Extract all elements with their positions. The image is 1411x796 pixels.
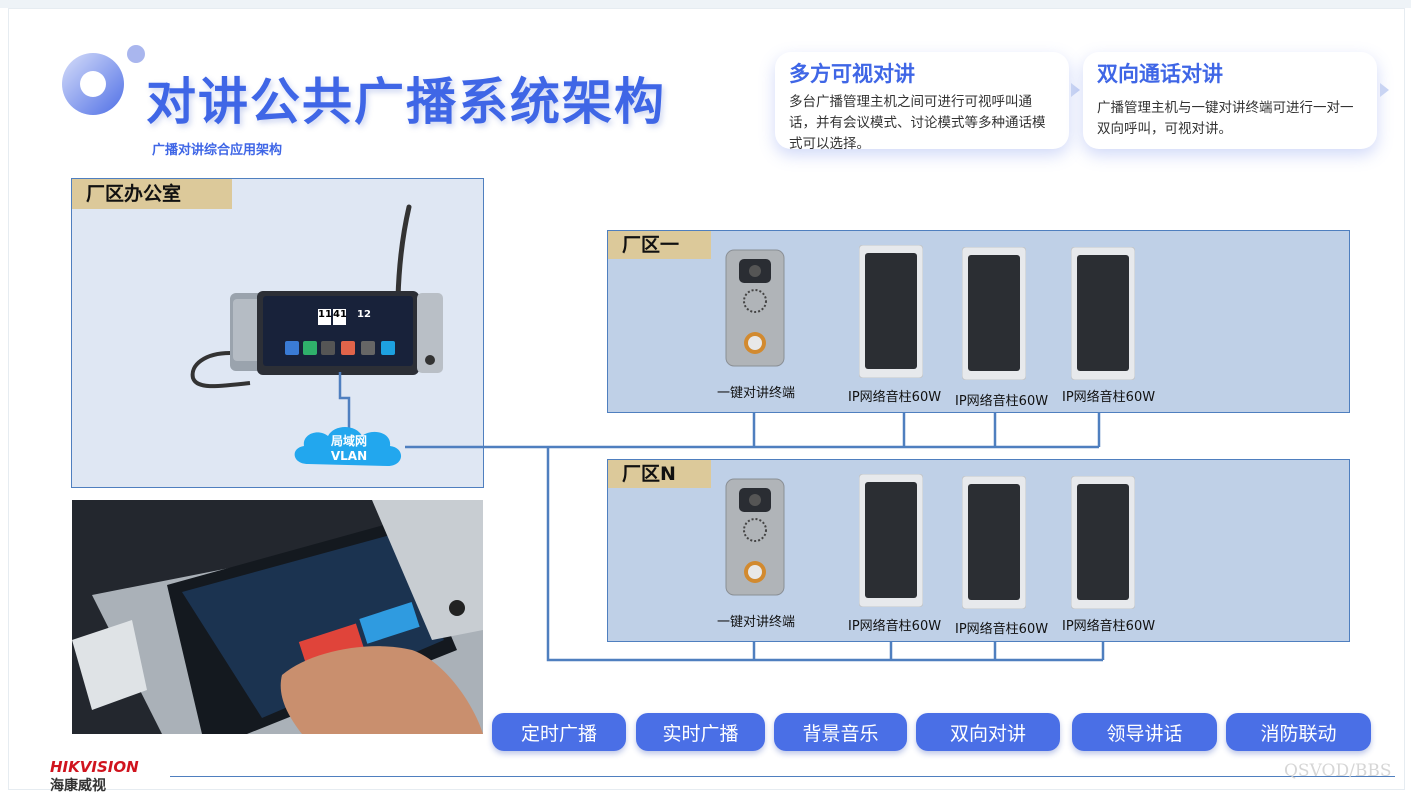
host-clock: 11 41 xyxy=(318,309,348,325)
speaker-column-icon xyxy=(1071,476,1135,609)
clock-minute: 41 xyxy=(333,309,347,325)
function-button-intercom[interactable]: 双向对讲 xyxy=(916,713,1060,751)
top-band xyxy=(0,0,1411,8)
speaker-column-icon xyxy=(859,245,923,378)
speaker-label: IP网络音柱60W xyxy=(1062,619,1156,634)
office-label: 厂区办公室 xyxy=(72,179,232,209)
speaker-column-icon xyxy=(859,474,923,607)
speaker-column-icon xyxy=(1071,247,1135,380)
cloud-icon xyxy=(294,427,402,466)
speaker-label: IP网络音柱60W xyxy=(1062,390,1156,405)
clock-hour: 11 xyxy=(318,309,332,325)
touch-screen-photo-icon xyxy=(72,500,483,734)
speaker-column-icon xyxy=(962,247,1026,380)
host-photo xyxy=(72,500,483,734)
feature-card-two-way: 双向通话对讲 广播管理主机与一键对讲终端可进行一对一双向呼叫，可视对讲。 xyxy=(1083,52,1377,149)
speaker-label: IP网络音柱60W xyxy=(955,622,1049,637)
watermark: QSVOD/BBS xyxy=(1284,761,1392,781)
zone-label-1: 厂区一 xyxy=(608,231,711,259)
lan-label: 局域网 VLAN xyxy=(288,434,410,464)
speaker-label: IP网络音柱60W xyxy=(848,619,942,634)
speaker-label: IP网络音柱60W xyxy=(848,390,942,405)
feature-card-multi-video: 多方可视对讲 多台广播管理主机之间可进行可视呼叫通话，并有会议模式、讨论模式等多… xyxy=(775,52,1069,152)
page-subtitle: 广播对讲综合应用架构 xyxy=(152,143,283,158)
speaker-column-icon xyxy=(962,476,1026,609)
intercom-terminal-icon xyxy=(725,249,785,367)
intercom-terminal-icon xyxy=(725,478,785,596)
broadcast-host-icon xyxy=(190,204,443,389)
feature-text: 多台广播管理主机之间可进行可视呼叫通话，并有会议模式、讨论模式等多种通话模式可以… xyxy=(789,94,1046,152)
function-button-bgm[interactable]: 背景音乐 xyxy=(774,713,907,751)
footer-divider xyxy=(170,776,1395,777)
terminal-label: 一键对讲终端 xyxy=(717,386,796,401)
terminal-label: 一键对讲终端 xyxy=(717,615,796,630)
lan-label-line1: 局域网 xyxy=(330,434,367,448)
brand-logo-en: HIKVISION xyxy=(50,758,139,776)
host-date: 12 xyxy=(357,309,371,320)
feature-title: 多方可视对讲 xyxy=(789,62,915,86)
feature-title: 双向通话对讲 xyxy=(1097,62,1223,86)
arrow-icon xyxy=(1071,83,1080,97)
page-title: 对讲公共广播系统架构 xyxy=(146,73,666,131)
slide-frame xyxy=(8,8,1405,790)
speaker-label: IP网络音柱60W xyxy=(955,394,1049,409)
arrow-icon xyxy=(1380,83,1389,97)
feature-text: 广播管理主机与一键对讲终端可进行一对一双向呼叫，可视对讲。 xyxy=(1097,100,1354,137)
title-logo-icon xyxy=(62,45,145,115)
zone-label-n: 厂区N xyxy=(608,460,711,488)
function-button-fire-linkage[interactable]: 消防联动 xyxy=(1226,713,1371,751)
function-button-leader-speech[interactable]: 领导讲话 xyxy=(1072,713,1217,751)
function-button-live[interactable]: 实时广播 xyxy=(636,713,765,751)
brand-logo-cn: 海康威视 xyxy=(50,778,106,794)
lan-label-line2: VLAN xyxy=(330,449,368,463)
function-button-scheduled[interactable]: 定时广播 xyxy=(492,713,626,751)
